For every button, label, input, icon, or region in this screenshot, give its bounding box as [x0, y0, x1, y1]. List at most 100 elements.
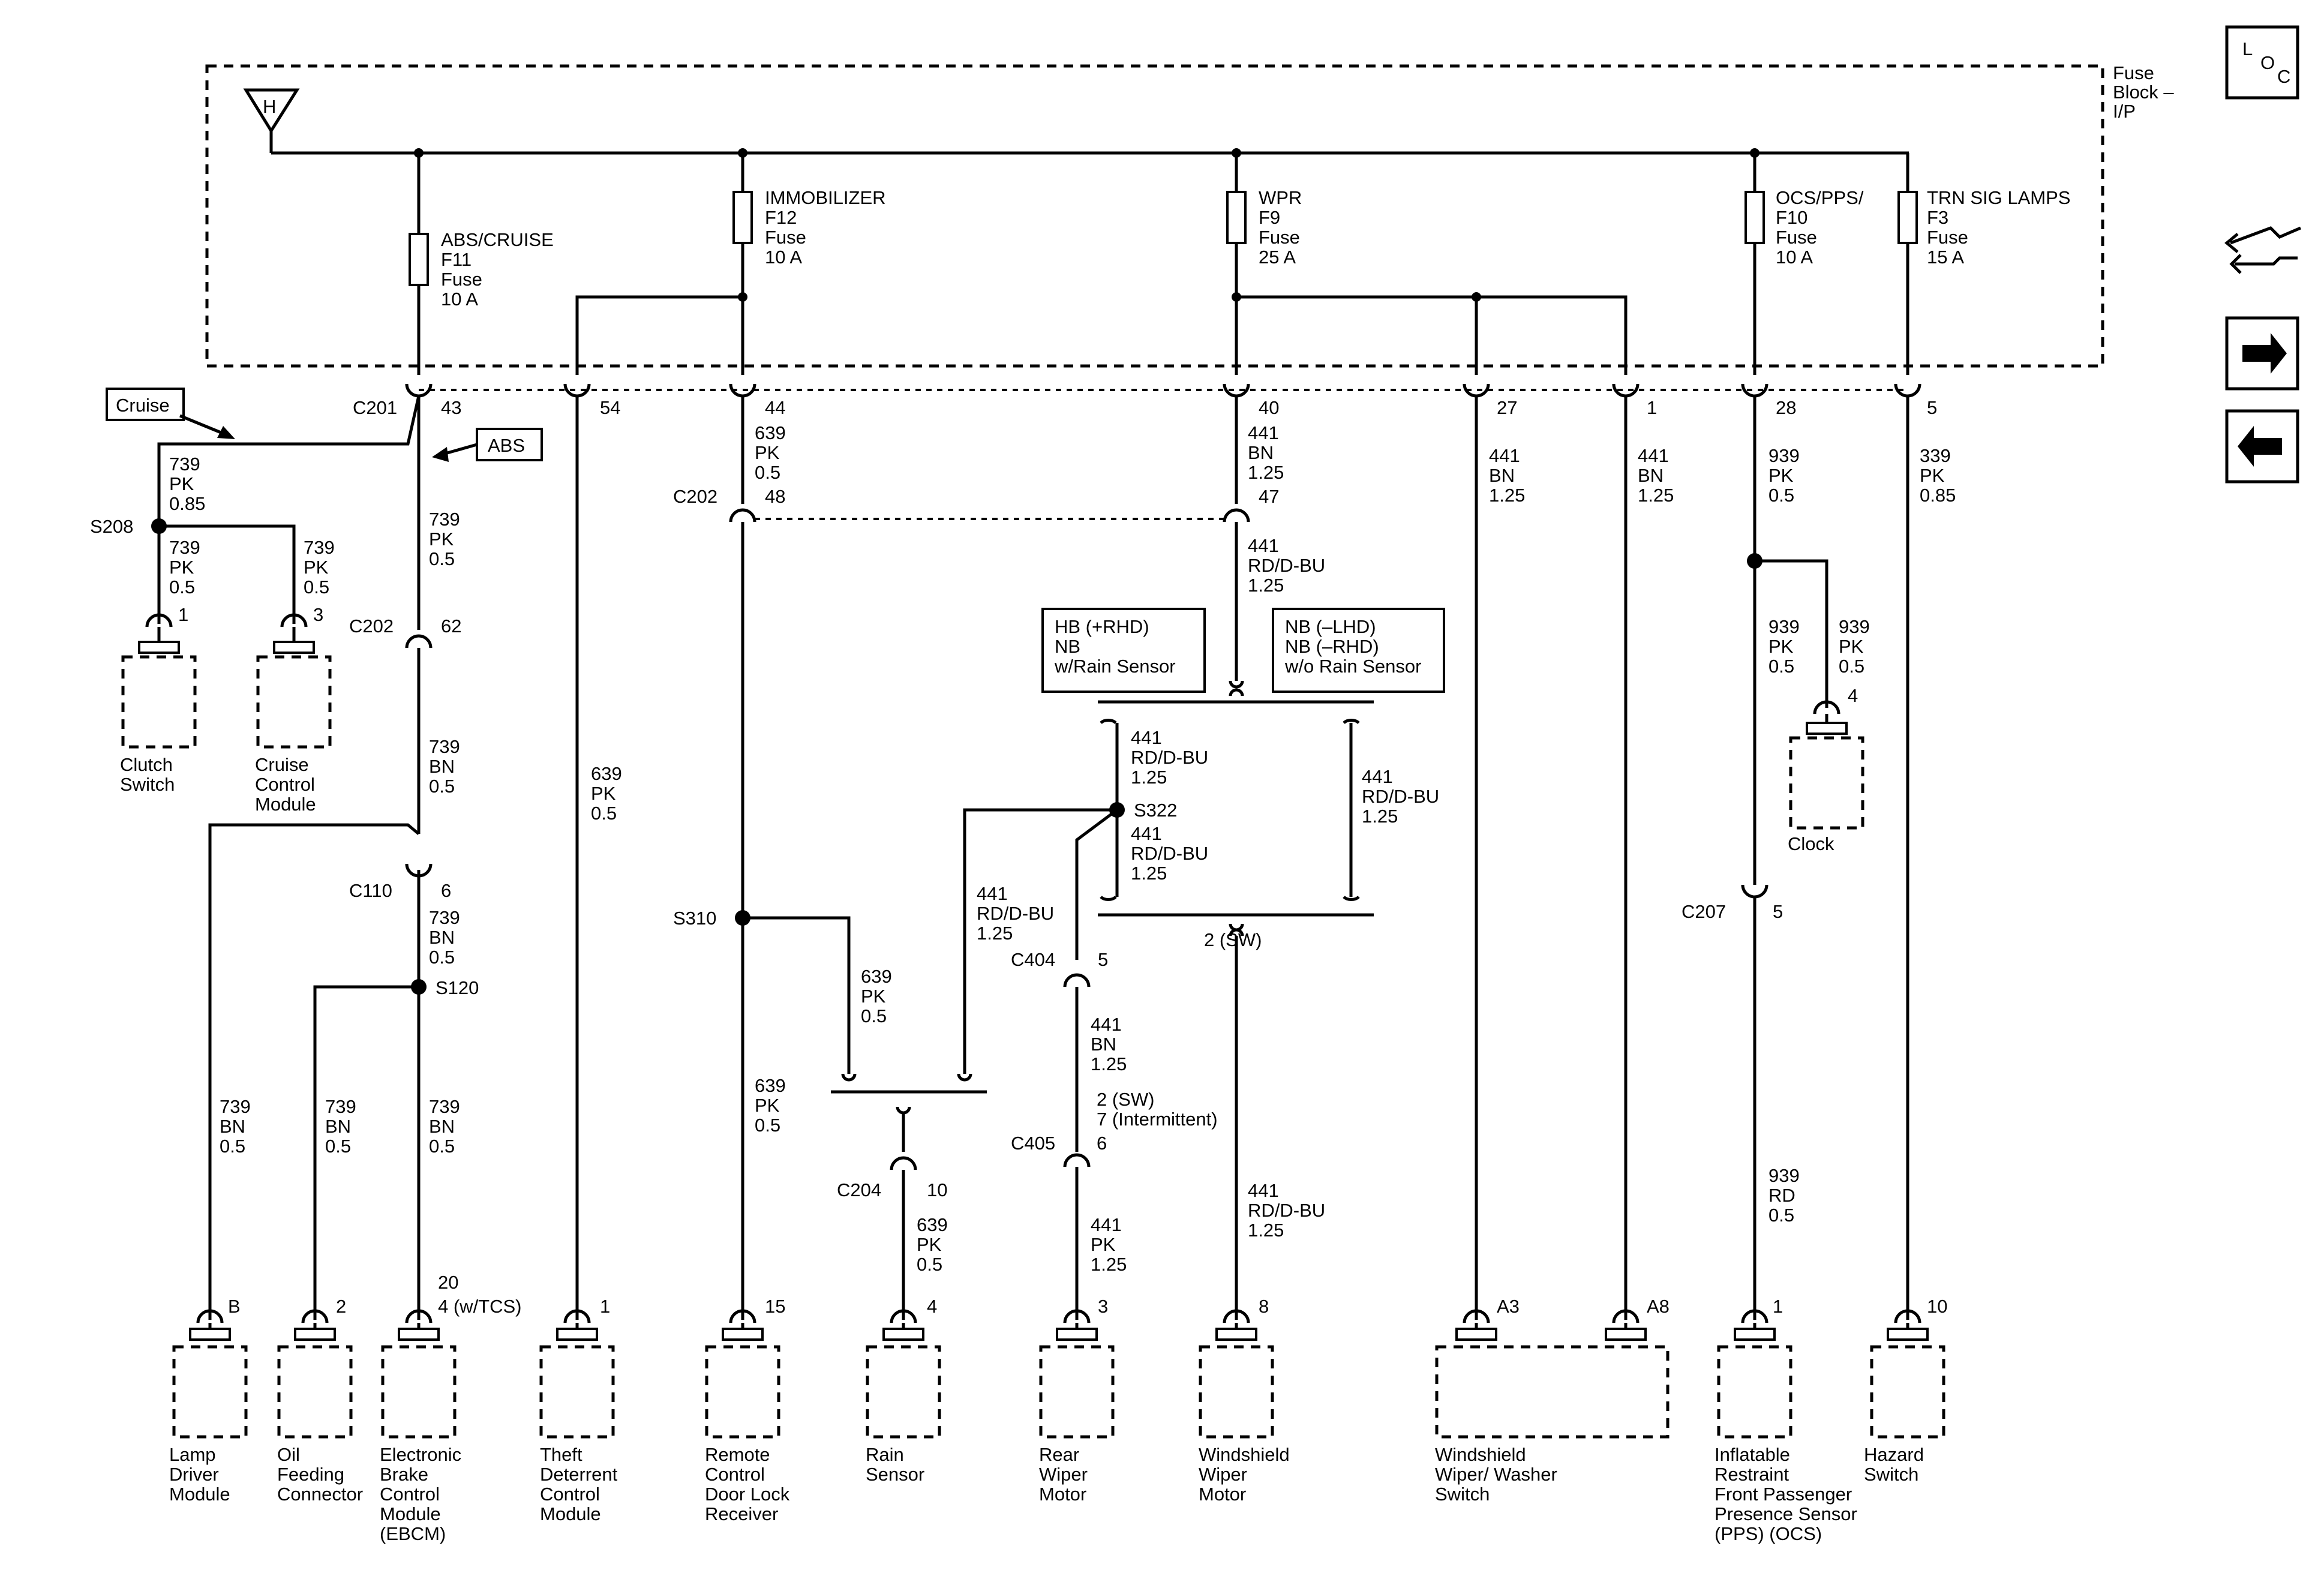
svg-text:Fuse: Fuse — [1776, 227, 1817, 248]
svg-text:639: 639 — [917, 1214, 948, 1235]
svg-text:BN: BN — [1248, 442, 1274, 463]
component-locator-icon[interactable]: L O C — [2225, 25, 2299, 100]
svg-text:HB (+RHD): HB (+RHD) — [1055, 616, 1149, 637]
svg-text:Brake: Brake — [380, 1464, 428, 1485]
svg-text:RD/D-BU: RD/D-BU — [1248, 555, 1325, 576]
svg-text:Wiper: Wiper — [1039, 1464, 1088, 1485]
svg-text:PK: PK — [755, 442, 780, 463]
svg-text:C404: C404 — [1011, 949, 1055, 970]
next-page-arrow-icon[interactable] — [2225, 316, 2299, 391]
hazard-switch[interactable]: 10 Hazard Switch — [1864, 1296, 1947, 1485]
abs-callout: ABS — [432, 428, 543, 462]
svg-text:1.25: 1.25 — [1131, 767, 1167, 788]
fuse-f9: WPR F9 Fuse 25 A — [1226, 148, 1302, 375]
fuse-block-outline — [205, 64, 2104, 368]
hot-at-all-times-symbol: H — [243, 88, 300, 153]
svg-text:441: 441 — [1362, 766, 1393, 787]
svg-text:OCS/PPS/: OCS/PPS/ — [1776, 187, 1864, 208]
svg-text:S322: S322 — [1134, 800, 1177, 821]
windshield-wiper-motor[interactable]: 8 Windshield Wiper Motor — [1199, 1296, 1290, 1505]
svg-text:8: 8 — [1259, 1296, 1269, 1317]
theft-deterrent-module[interactable]: 1 Theft Deterrent Control Module — [539, 1296, 618, 1524]
svg-text:Motor: Motor — [1199, 1484, 1246, 1505]
previous-page-arrow-icon[interactable] — [2225, 409, 2299, 484]
svg-text:0.5: 0.5 — [429, 947, 455, 968]
svg-text:S208: S208 — [90, 516, 133, 537]
svg-text:0.5: 0.5 — [1839, 656, 1864, 677]
svg-text:PK: PK — [169, 557, 194, 578]
svg-text:BN: BN — [1638, 465, 1664, 486]
svg-text:441: 441 — [1638, 445, 1669, 466]
svg-text:0.5: 0.5 — [1768, 485, 1794, 506]
svg-text:441: 441 — [1131, 823, 1162, 844]
svg-text:(PPS) (OCS): (PPS) (OCS) — [1715, 1523, 1822, 1544]
svg-text:Presence Sensor: Presence Sensor — [1715, 1503, 1857, 1524]
svg-text:C405: C405 — [1011, 1133, 1055, 1154]
clock[interactable]: Clock — [1788, 714, 1864, 854]
svg-text:Wiper/ Washer: Wiper/ Washer — [1435, 1464, 1557, 1485]
ebcm[interactable]: 20 4 (w/TCS) Electronic Brake Control Mo… — [380, 1272, 522, 1544]
svg-text:10: 10 — [927, 1179, 947, 1200]
svg-text:Module: Module — [380, 1503, 441, 1524]
svg-text:BN: BN — [220, 1116, 245, 1137]
svg-text:739: 739 — [325, 1096, 356, 1117]
svg-text:Connector: Connector — [277, 1484, 363, 1505]
svg-text:1.25: 1.25 — [1131, 863, 1167, 884]
svg-text:w/Rain Sensor: w/Rain Sensor — [1054, 656, 1176, 677]
svg-text:15: 15 — [765, 1296, 785, 1317]
svg-text:1.25: 1.25 — [1248, 575, 1284, 596]
svg-text:Hazard: Hazard — [1864, 1444, 1924, 1465]
oil-feeding-connector[interactable]: 2 Oil Feeding Connector — [277, 1296, 363, 1505]
svg-text:939: 939 — [1839, 616, 1870, 637]
rear-wiper-motor[interactable]: 3 Rear Wiper Motor — [1039, 1296, 1115, 1505]
svg-text:Oil: Oil — [277, 1444, 300, 1465]
svg-text:C204: C204 — [837, 1179, 881, 1200]
svg-text:Switch: Switch — [120, 774, 175, 795]
pps-ocs-sensor[interactable]: 1 Inflatable Restraint Front Passenger P… — [1715, 1296, 1857, 1544]
svg-text:Door Lock: Door Lock — [705, 1484, 790, 1505]
svg-text:10: 10 — [1927, 1296, 1947, 1317]
svg-text:RD: RD — [1768, 1185, 1795, 1206]
lamp-driver-module[interactable]: B Lamp Driver Module — [169, 1296, 248, 1505]
svg-text:1.25: 1.25 — [1638, 485, 1674, 506]
svg-text:BN: BN — [429, 927, 455, 948]
svg-text:PK: PK — [755, 1095, 780, 1116]
svg-text:IMMOBILIZER: IMMOBILIZER — [765, 187, 886, 208]
svg-text:PK: PK — [1091, 1234, 1116, 1255]
connector-ends-icon[interactable] — [2224, 226, 2301, 274]
svg-text:Control: Control — [255, 774, 315, 795]
svg-text:RD/D-BU: RD/D-BU — [1131, 843, 1208, 864]
svg-text:Cruise: Cruise — [255, 754, 309, 775]
cruise-control-module[interactable]: 3 Cruise Control Module — [255, 604, 332, 815]
svg-text:739: 739 — [304, 537, 335, 558]
svg-text:0.5: 0.5 — [755, 1115, 780, 1136]
svg-text:Driver: Driver — [169, 1464, 219, 1485]
svg-text:Inflatable: Inflatable — [1715, 1444, 1790, 1465]
svg-text:3: 3 — [1098, 1296, 1108, 1317]
svg-text:639: 639 — [591, 763, 622, 784]
svg-text:NB (–RHD): NB (–RHD) — [1285, 636, 1379, 657]
clutch-switch[interactable]: 1 Clutch Switch — [120, 604, 197, 795]
svg-text:Wiper: Wiper — [1199, 1464, 1247, 1485]
svg-text:F12: F12 — [765, 207, 797, 228]
svg-text:0.5: 0.5 — [1768, 1205, 1794, 1226]
svg-text:441: 441 — [1489, 445, 1520, 466]
remote-door-lock-receiver[interactable]: 15 Remote Control Door Lock Receiver — [705, 1296, 790, 1524]
svg-text:C207: C207 — [1682, 901, 1726, 922]
windshield-wiper-washer-switch[interactable]: A3 A8 Windshield Wiper/ Washer Switch — [1435, 1296, 1670, 1505]
svg-text:B: B — [228, 1296, 241, 1317]
svg-text:939: 939 — [1768, 445, 1800, 466]
svg-text:0.5: 0.5 — [861, 1005, 887, 1026]
rain-sensor[interactable]: 4 Rain Sensor — [866, 1296, 941, 1485]
svg-text:5: 5 — [1927, 397, 1937, 418]
svg-text:C201: C201 — [353, 397, 397, 418]
immobilizer-circuit: 639 PK 0.5 639 PK 0.5 C202 48 S310 639 P… — [575, 396, 1224, 1320]
svg-text:0.5: 0.5 — [755, 462, 780, 483]
svg-text:Sensor: Sensor — [866, 1464, 924, 1485]
cruise-callout: Cruise — [106, 388, 235, 439]
svg-text:739: 739 — [169, 537, 200, 558]
svg-text:BN: BN — [1091, 1034, 1116, 1055]
svg-text:43: 43 — [441, 397, 461, 418]
svg-text:C202: C202 — [673, 486, 717, 507]
svg-text:Remote: Remote — [705, 1444, 770, 1465]
